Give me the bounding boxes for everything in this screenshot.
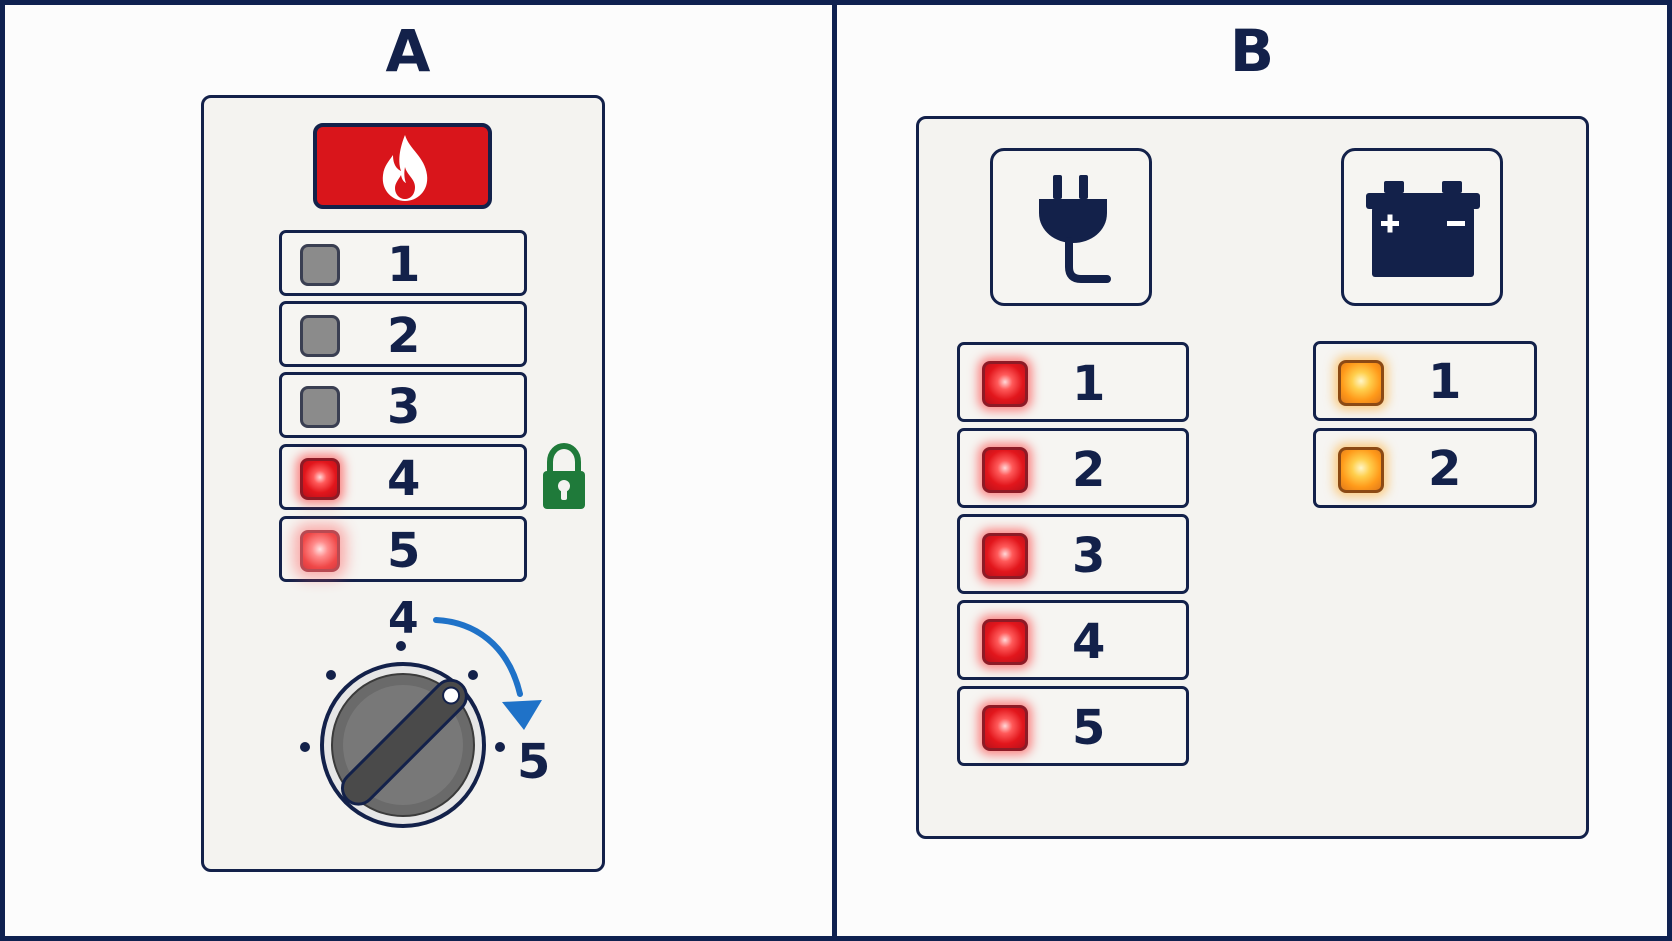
level-row-1: 1	[279, 230, 527, 296]
dial-label-to: 5	[517, 734, 551, 790]
battery-icon	[1366, 181, 1480, 277]
level-row-5: 5	[279, 516, 527, 582]
battery-level-1-led	[1338, 360, 1384, 406]
battery-level-2-label: 2	[1428, 441, 1462, 497]
mains-level-row-5: 5	[957, 686, 1189, 766]
battery-icon-box	[1341, 148, 1503, 306]
heater-indicator	[313, 123, 492, 209]
battery-level-1-label: 1	[1428, 354, 1462, 410]
level-1-led	[300, 244, 340, 286]
padlock-icon	[543, 442, 585, 509]
mains-level-2-led	[982, 447, 1028, 493]
level-4-led	[300, 458, 340, 500]
dial-label-from: 4	[388, 593, 419, 644]
battery-level-row-2: 2	[1313, 428, 1537, 508]
mains-level-3-led	[982, 533, 1028, 579]
level-5-label: 5	[387, 523, 421, 579]
panel-a-title: A	[385, 17, 431, 85]
mains-level-4-led	[982, 619, 1028, 665]
mains-level-row-3: 3	[957, 514, 1189, 594]
mains-level-1-label: 1	[1072, 356, 1106, 412]
mains-level-2-label: 2	[1072, 442, 1106, 498]
rotary-knob-icon[interactable]	[280, 600, 560, 840]
rotation-arrow-icon	[433, 617, 542, 730]
mains-level-4-label: 4	[1072, 614, 1106, 670]
flame-icon	[382, 135, 428, 201]
mains-level-1-led	[982, 361, 1028, 407]
battery-level-2-led	[1338, 447, 1384, 493]
battery-level-row-1: 1	[1313, 341, 1537, 421]
level-1-label: 1	[387, 237, 421, 293]
level-row-3: 3	[279, 372, 527, 438]
level-row-2: 2	[279, 301, 527, 367]
mains-level-5-label: 5	[1072, 700, 1106, 756]
mains-level-5-led	[982, 705, 1028, 751]
level-2-label: 2	[387, 308, 421, 364]
panel-divider	[832, 0, 837, 941]
level-row-4: 4	[279, 444, 527, 510]
level-4-label: 4	[387, 451, 421, 507]
level-2-led	[300, 315, 340, 357]
mains-level-row-4: 4	[957, 600, 1189, 680]
mains-level-row-2: 2	[957, 428, 1189, 508]
power-plug-icon	[1039, 175, 1111, 283]
level-5-led	[300, 530, 340, 572]
level-3-label: 3	[387, 379, 421, 435]
level-3-led	[300, 386, 340, 428]
mains-level-3-label: 3	[1072, 528, 1106, 584]
panel-b-title: B	[1229, 17, 1275, 85]
mains-icon-box	[990, 148, 1152, 306]
mains-level-row-1: 1	[957, 342, 1189, 422]
